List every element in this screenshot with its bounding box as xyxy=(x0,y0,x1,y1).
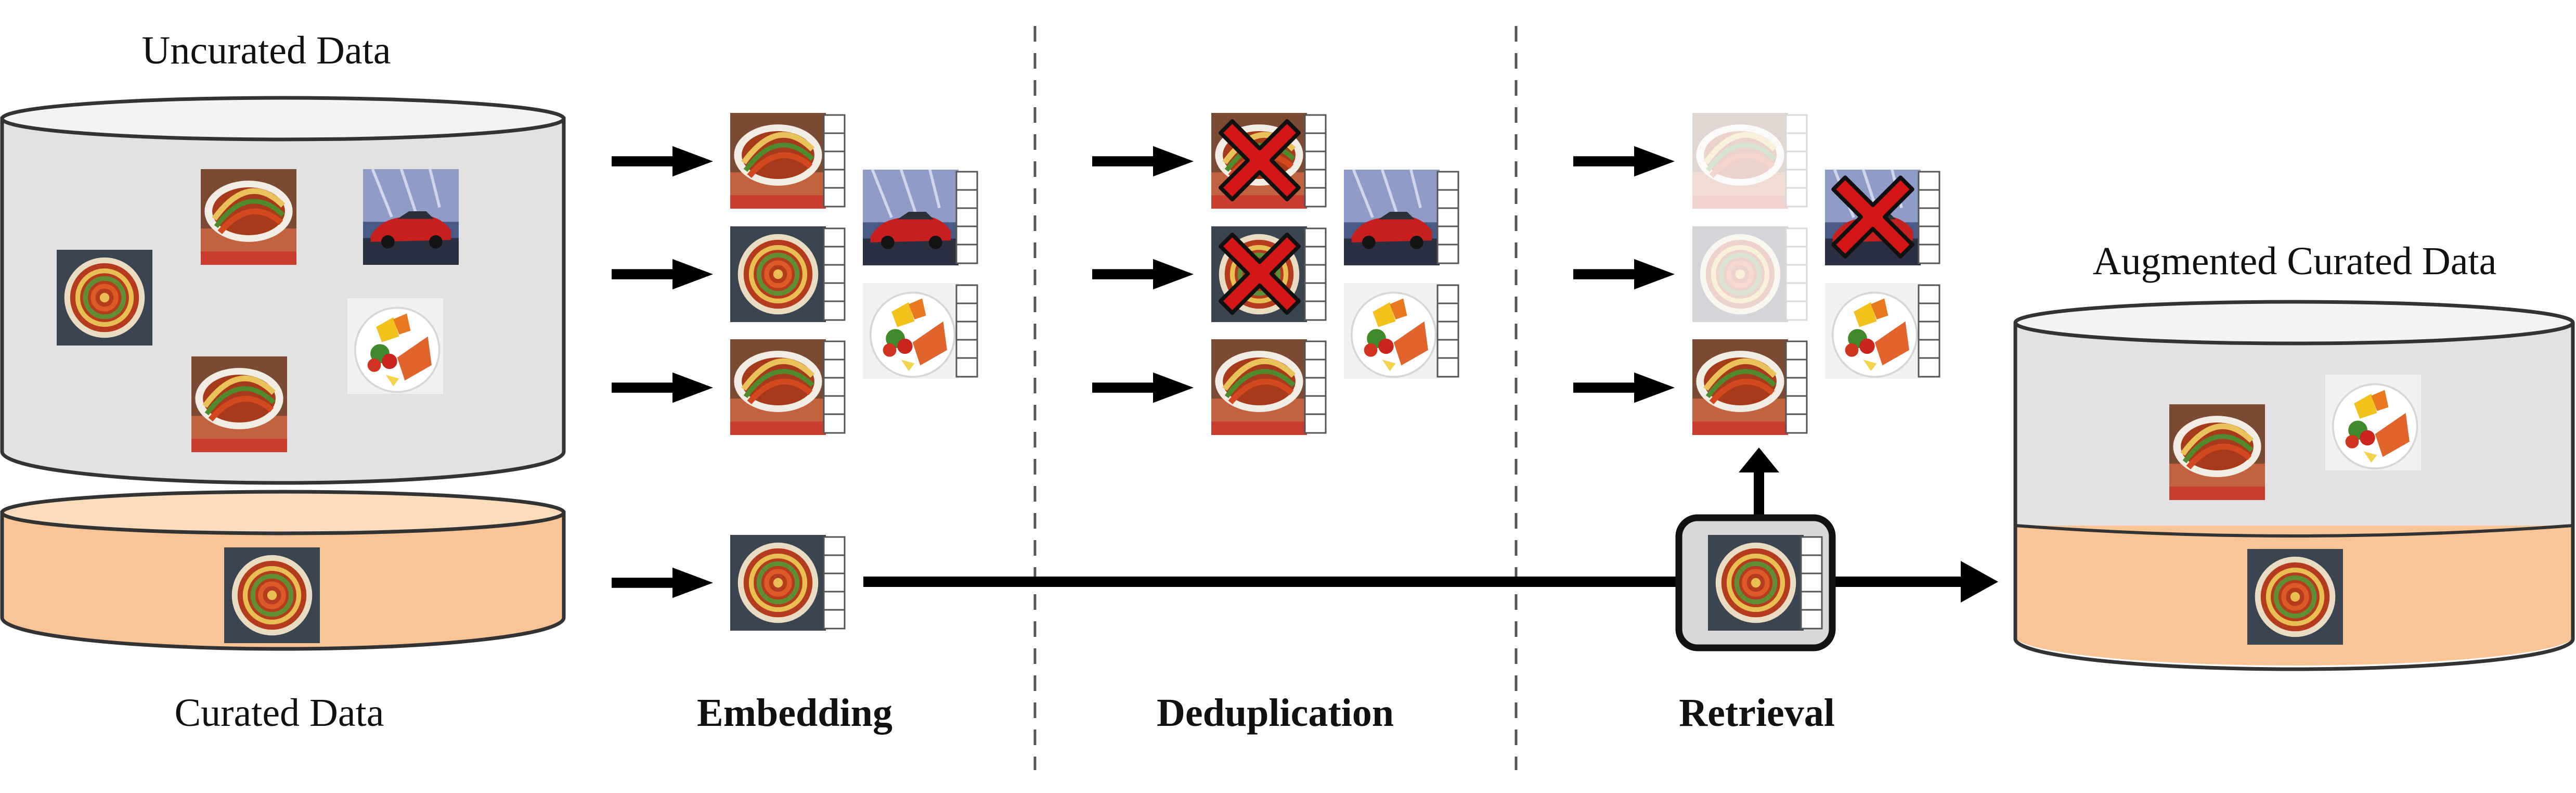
uncurated-image-car xyxy=(363,169,459,265)
arrow-icon xyxy=(1092,259,1194,290)
arrow-icon xyxy=(1573,146,1675,177)
retrieval-item-vegetables xyxy=(1824,283,1940,379)
stage-label-retrieval: Retrieval xyxy=(1679,691,1835,735)
dedup-item-ratatouille-spiral-removed xyxy=(1211,226,1327,322)
augmented-image-ratatouille-baked xyxy=(2169,404,2265,500)
augmented-image-vegetables xyxy=(2325,375,2422,470)
retrieval-stage xyxy=(1573,113,1940,520)
arrow-icon xyxy=(1092,146,1194,177)
output-arrowhead-icon xyxy=(1961,561,1998,603)
augmented-data-label: Augmented Curated Data xyxy=(2093,239,2497,283)
stage-label-embedding: Embedding xyxy=(697,691,892,735)
uncurated-image-ratatouille-baked-1 xyxy=(201,169,296,265)
arrow-icon xyxy=(612,259,713,290)
embedded-item-ratatouille-baked-1 xyxy=(730,113,846,209)
uncurated-image-ratatouille-spiral xyxy=(57,250,152,346)
uncurated-data-label: Uncurated Data xyxy=(142,29,391,72)
embedded-item-ratatouille-baked-2 xyxy=(730,339,846,435)
dedup-item-vegetables xyxy=(1343,283,1459,379)
arrow-icon xyxy=(612,567,713,598)
embedded-item-car xyxy=(863,170,978,265)
embedded-item-vegetables xyxy=(862,283,978,379)
dedup-item-car xyxy=(1344,170,1459,265)
deduplication-stage xyxy=(1092,113,1459,435)
arrow-icon xyxy=(612,372,713,403)
retrieval-item-faded-1 xyxy=(1692,113,1808,209)
query-line xyxy=(863,577,1677,587)
stage-label-deduplication: Deduplication xyxy=(1157,691,1394,735)
output-line xyxy=(1833,577,1966,587)
embedded-item-ratatouille-spiral xyxy=(730,226,846,322)
retrieval-item-retrieved-ratatouille xyxy=(1692,339,1808,435)
curated-image-ratatouille-spiral xyxy=(224,547,320,643)
embedded-item-curated-query xyxy=(730,535,846,631)
arrow-icon xyxy=(1092,372,1194,403)
arrow-icon xyxy=(1573,372,1675,403)
arrow-icon xyxy=(612,146,713,177)
embedding-stage xyxy=(612,113,978,631)
uncurated-image-vegetables xyxy=(347,298,444,394)
curated-data-label: Curated Data xyxy=(174,691,384,735)
retrieval-item-car-rejected xyxy=(1825,170,1940,265)
up-arrow-icon xyxy=(1739,447,1779,520)
dedup-item-ratatouille-baked-removed xyxy=(1211,113,1327,209)
retrieval-item-faded-2 xyxy=(1692,226,1808,322)
arrow-icon xyxy=(1573,259,1675,290)
dedup-item-ratatouille-baked xyxy=(1211,339,1327,435)
augmented-image-ratatouille-spiral xyxy=(2247,549,2343,645)
uncurated-image-ratatouille-baked-2 xyxy=(191,356,287,452)
query-box xyxy=(1675,514,1836,651)
